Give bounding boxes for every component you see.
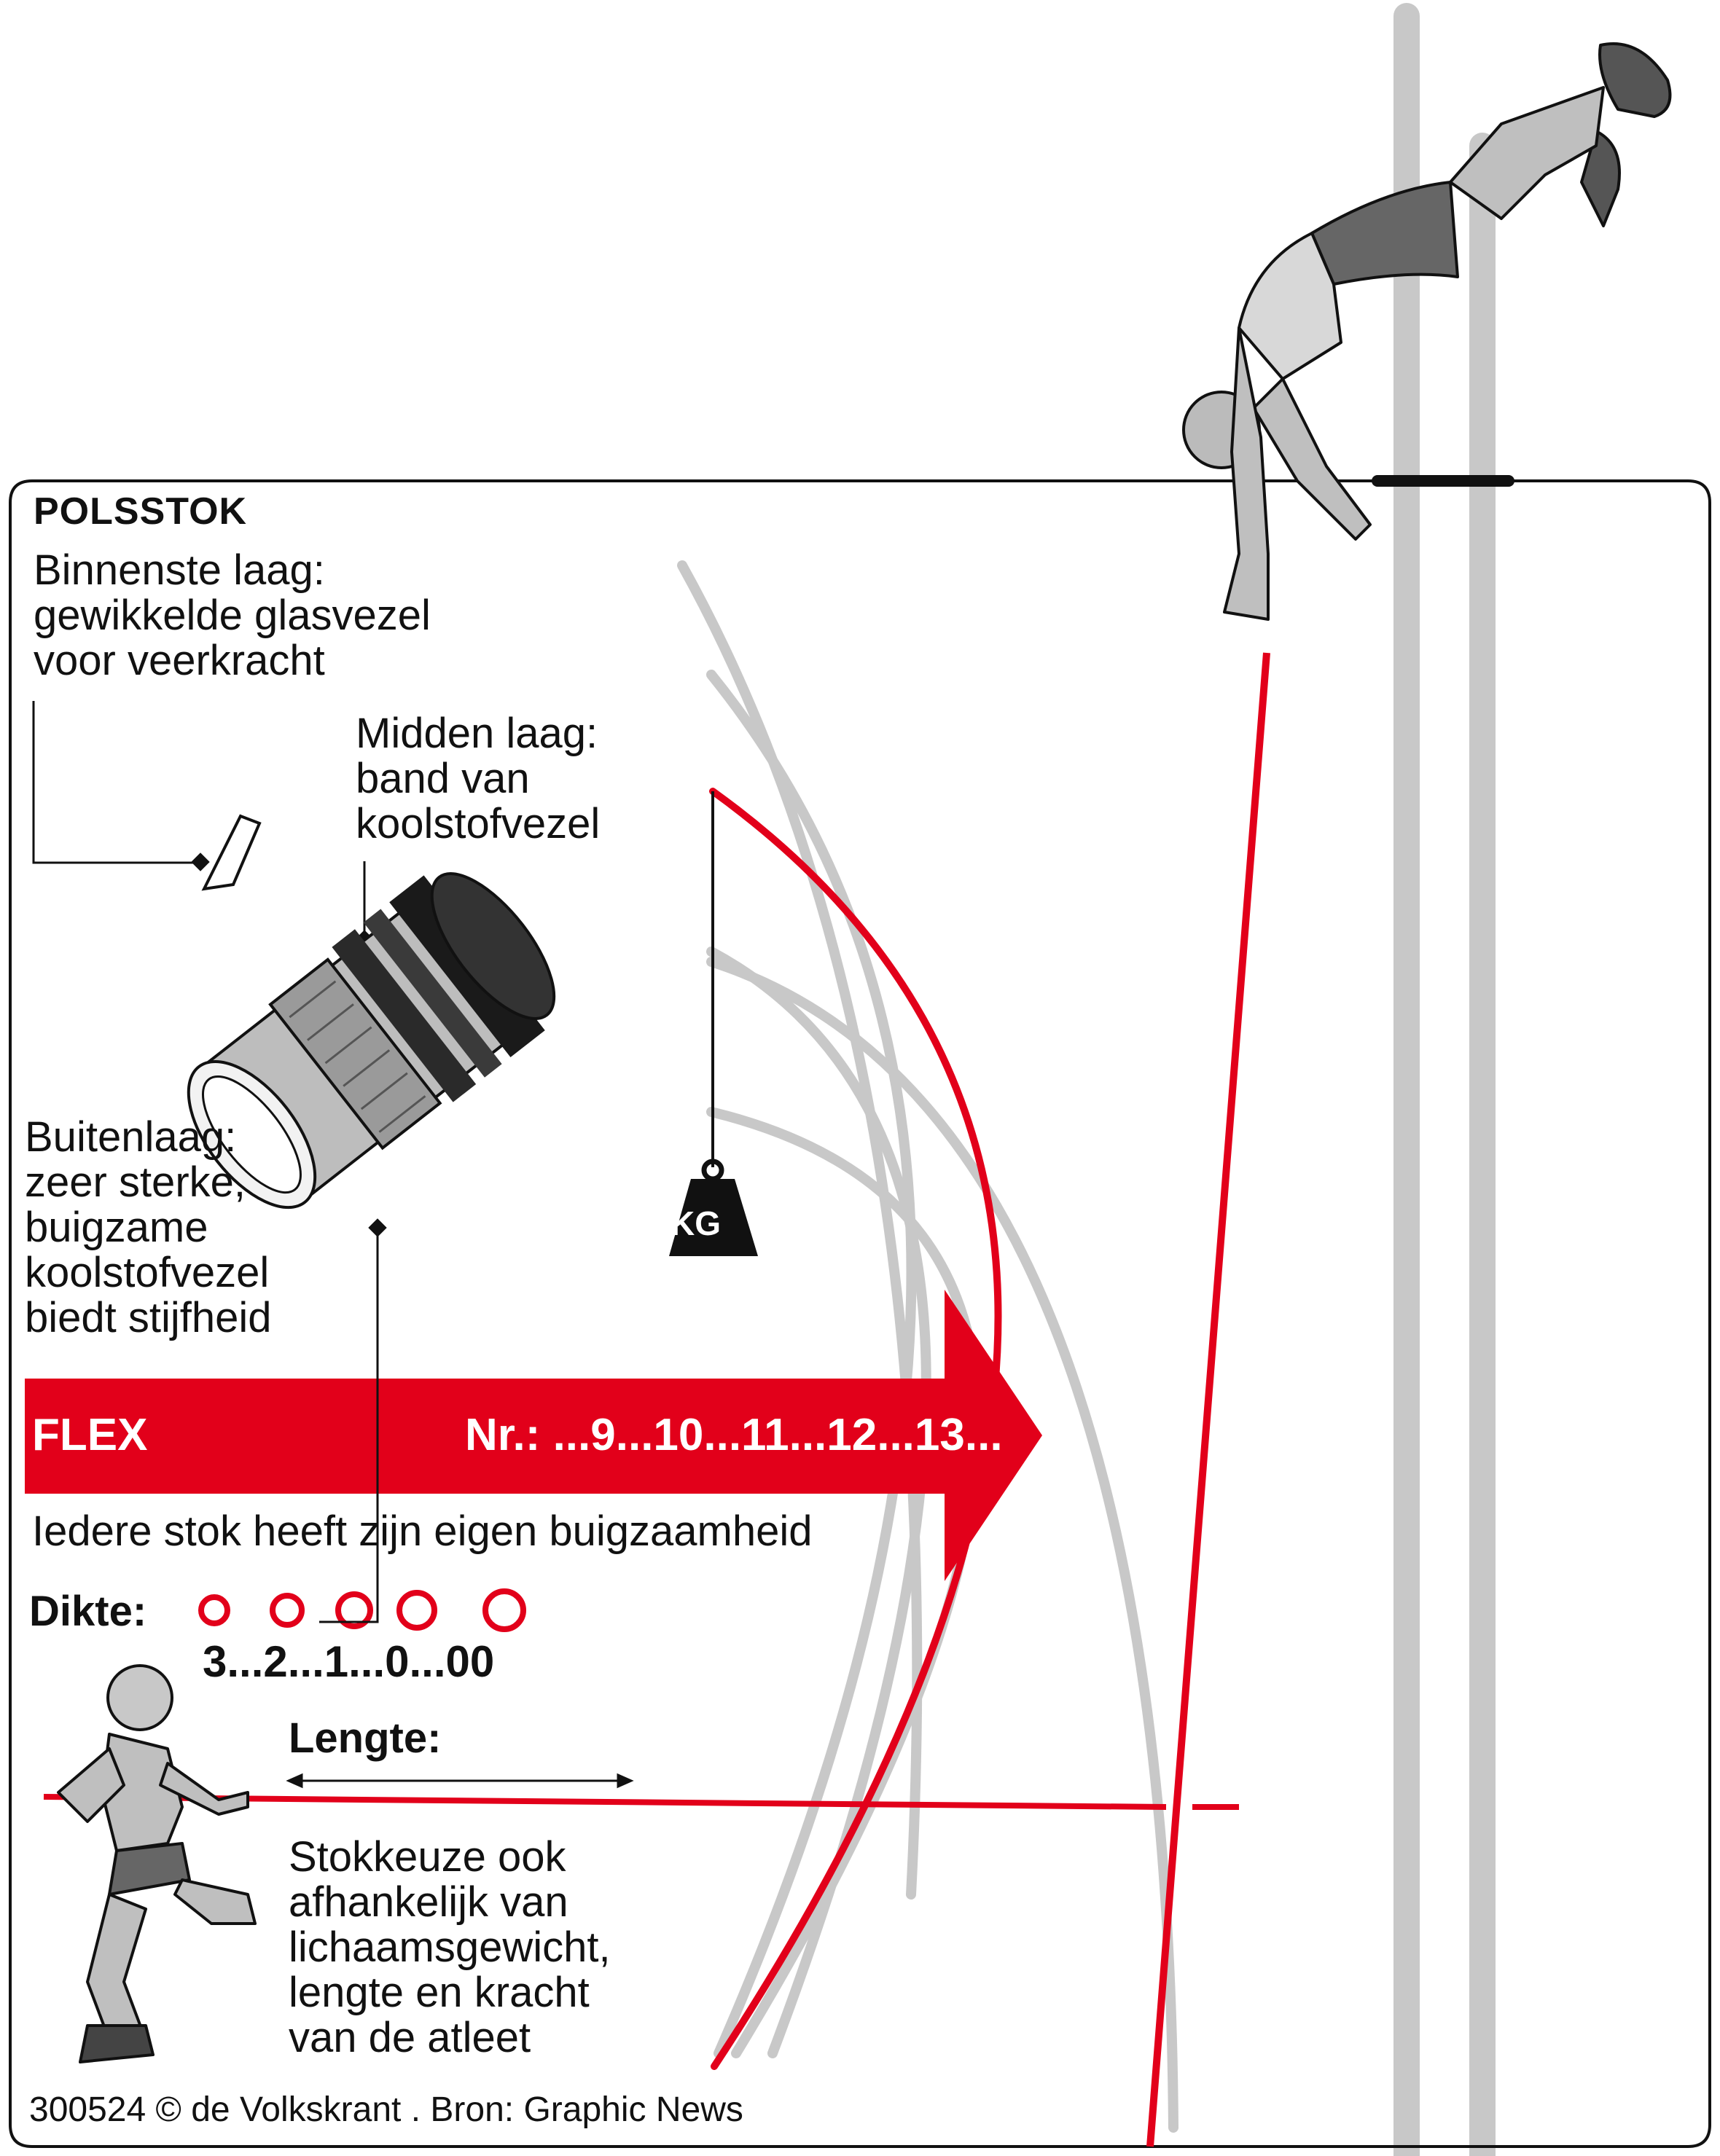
pole-choice-line: van de atleet [289,2014,531,2061]
thickness-label: Dikte: [29,1588,147,1635]
page-title: POLSSTOK [34,490,248,533]
flex-label: FLEX [32,1410,148,1460]
middle-layer-line: band van [356,755,530,802]
thickness-scale: 3...2...1...0...00 [203,1637,495,1686]
uprights [1393,3,1496,2156]
leader-lines [32,701,379,1623]
flex-numbers: Nr.: ...9...10...11...12...13... [465,1410,1003,1460]
weight-kg-label: KG [671,1204,721,1242]
outer-layer-line: koolstofvezel [25,1249,270,1296]
outer-layer-line: biedt stijfheid [25,1294,272,1341]
pole-vaulter-figure [1182,42,1672,621]
pole-choice-line: lengte en kracht [289,1969,590,2016]
flex-note: Iedere stok heeft zijn eigen buigzaamhei… [32,1508,813,1555]
outer-layer-line: zeer sterke, [25,1159,246,1206]
inner-layer-line: Binnenste laag: [34,546,325,594]
info-frame [9,479,1711,2148]
inner-layer-label: Binnenste laag: gewikkelde glasvezel voo… [34,548,431,683]
middle-layer-line: koolstofvezel [356,800,601,847]
pole-stage-5 [706,957,1178,2133]
thickness-circle-1 [335,1591,373,1629]
pole-bend-stages [677,560,1178,2133]
outer-layer-line: Buitenlaag: [25,1113,237,1161]
thickness-circle-00 [482,1588,526,1632]
credit-line: 300524 © de Volkskrant . Bron: Graphic N… [29,2090,743,2129]
pole-choice-line: Stokkeuze ook [289,1833,566,1881]
length-arrow [286,1773,634,1789]
flex-arrow [25,1290,1042,1581]
pole-stage-2 [706,670,917,2058]
pole-choice-note: Stokkeuze ook afhankelijk van lichaamsge… [289,1835,611,2061]
pole-stage-3 [706,946,931,2058]
inner-layer-line: voor veerkracht [34,637,325,684]
thickness-circle-3 [198,1594,230,1626]
weight-kg-icon [669,791,758,1256]
thickness-circles [198,1588,526,1632]
pole-choice-line: lichaamsgewicht, [289,1924,611,1971]
pole-stage-1 [677,560,923,1900]
pole-cross-section-illustration [187,814,556,1210]
outer-layer-line: buigzame [25,1204,208,1251]
middle-layer-line: Midden laag: [356,710,598,757]
length-label: Lengte: [289,1714,442,1762]
thickness-circle-2 [270,1593,305,1628]
runner-figure [57,1664,257,2063]
inner-layer-line: gewikkelde glasvezel [34,592,431,639]
middle-layer-label: Midden laag: band van koolstofvezel [356,711,600,847]
pole-choice-line: afhankelijk van [289,1878,568,1926]
outer-layer-label: Buitenlaag: zeer sterke, buigzame koolst… [25,1115,272,1341]
pole-straight-red [1146,652,1270,2147]
thickness-circle-0 [396,1590,437,1631]
pole-bent-red [709,788,1002,2070]
